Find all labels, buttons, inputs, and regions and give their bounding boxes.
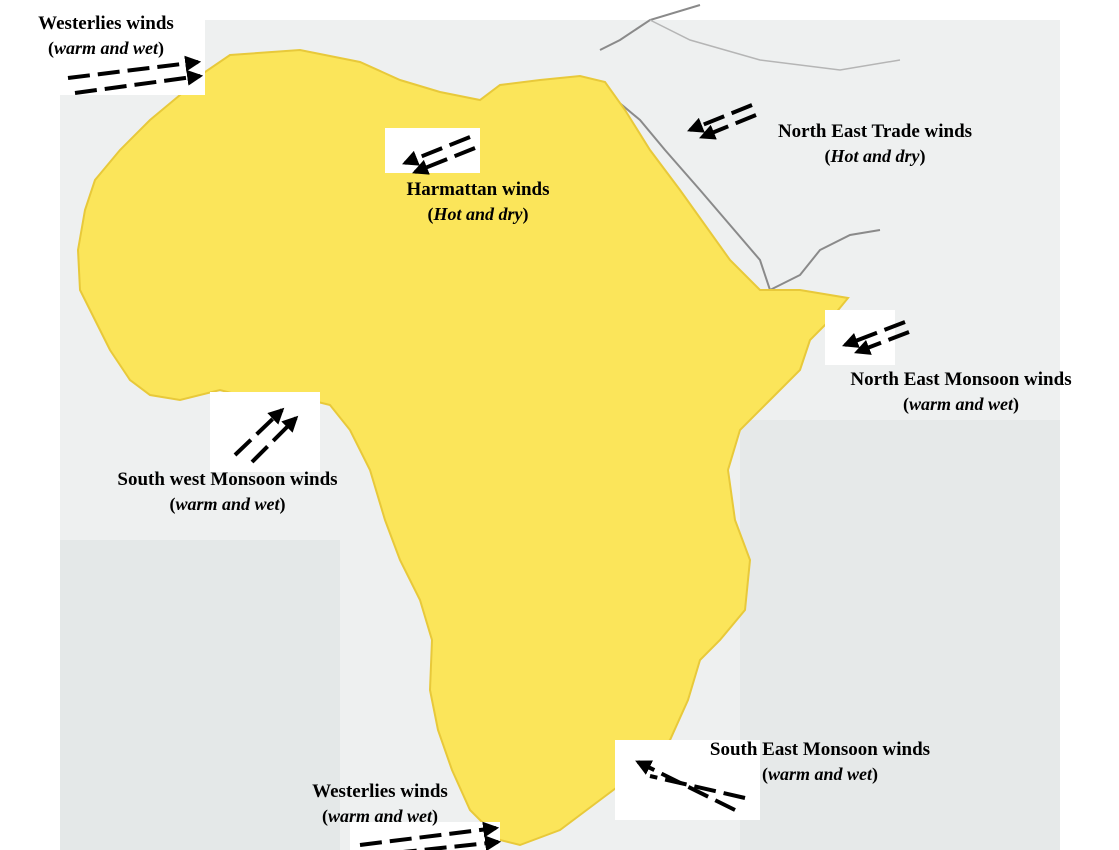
- harmattan-note: Hot and dry: [433, 203, 523, 224]
- ne-monsoon-name: North East Monsoon winds: [850, 369, 1072, 390]
- westerlies-north-arrow: [67, 55, 204, 95]
- ne-monsoon-arrow: [842, 320, 910, 355]
- se-monsoon-note: warm and wet: [767, 763, 873, 784]
- label-box-se-monsoon: [615, 740, 760, 820]
- label-westerlies-south: Westerlies winds (warm and wet): [280, 780, 480, 828]
- harmattan-name: Harmattan winds: [406, 179, 550, 200]
- harmattan-arrow: [402, 135, 476, 175]
- label-ne-monsoon: North East Monsoon winds (warm and wet): [806, 368, 1116, 416]
- westerlies-north-note: warm and wet: [53, 37, 159, 58]
- sw-monsoon-note: warm and wet: [175, 493, 280, 514]
- se-monsoon-arrow: [635, 760, 746, 812]
- ocean-fade-left: [60, 540, 340, 850]
- label-harmattan: Harmattan winds (Hot and dry): [378, 178, 578, 226]
- westerlies-south-note: warm and wet: [327, 805, 433, 826]
- label-westerlies-north: Westerlies winds (warm and wet): [6, 12, 206, 60]
- ne-monsoon-note: warm and wet: [908, 393, 1014, 414]
- westerlies-north-name: Westerlies winds: [38, 13, 174, 34]
- sw-monsoon-arrow: [233, 407, 299, 464]
- se-monsoon-name: South East Monsoon winds: [709, 739, 931, 760]
- label-sw-monsoon: South west Monsoon winds (warm and wet): [70, 468, 385, 516]
- sw-monsoon-name: South west Monsoon winds: [117, 469, 338, 490]
- westerlies-south-arrow: [359, 821, 502, 850]
- ne-trade-arrow: [687, 103, 757, 140]
- middle-east-border-line: [599, 4, 881, 292]
- label-ne-trade: North East Trade winds (Hot and dry): [730, 120, 1020, 168]
- label-se-monsoon: South East Monsoon winds (warm and wet): [665, 738, 975, 786]
- label-box-sw-monsoon: [210, 392, 320, 472]
- ne-trade-note: Hot and dry: [830, 145, 920, 166]
- westerlies-south-name: Westerlies winds: [312, 781, 448, 802]
- border-line-arabia: [649, 19, 901, 71]
- ne-trade-name: North East Trade winds: [777, 121, 973, 142]
- ocean-fade-right: [740, 420, 1060, 850]
